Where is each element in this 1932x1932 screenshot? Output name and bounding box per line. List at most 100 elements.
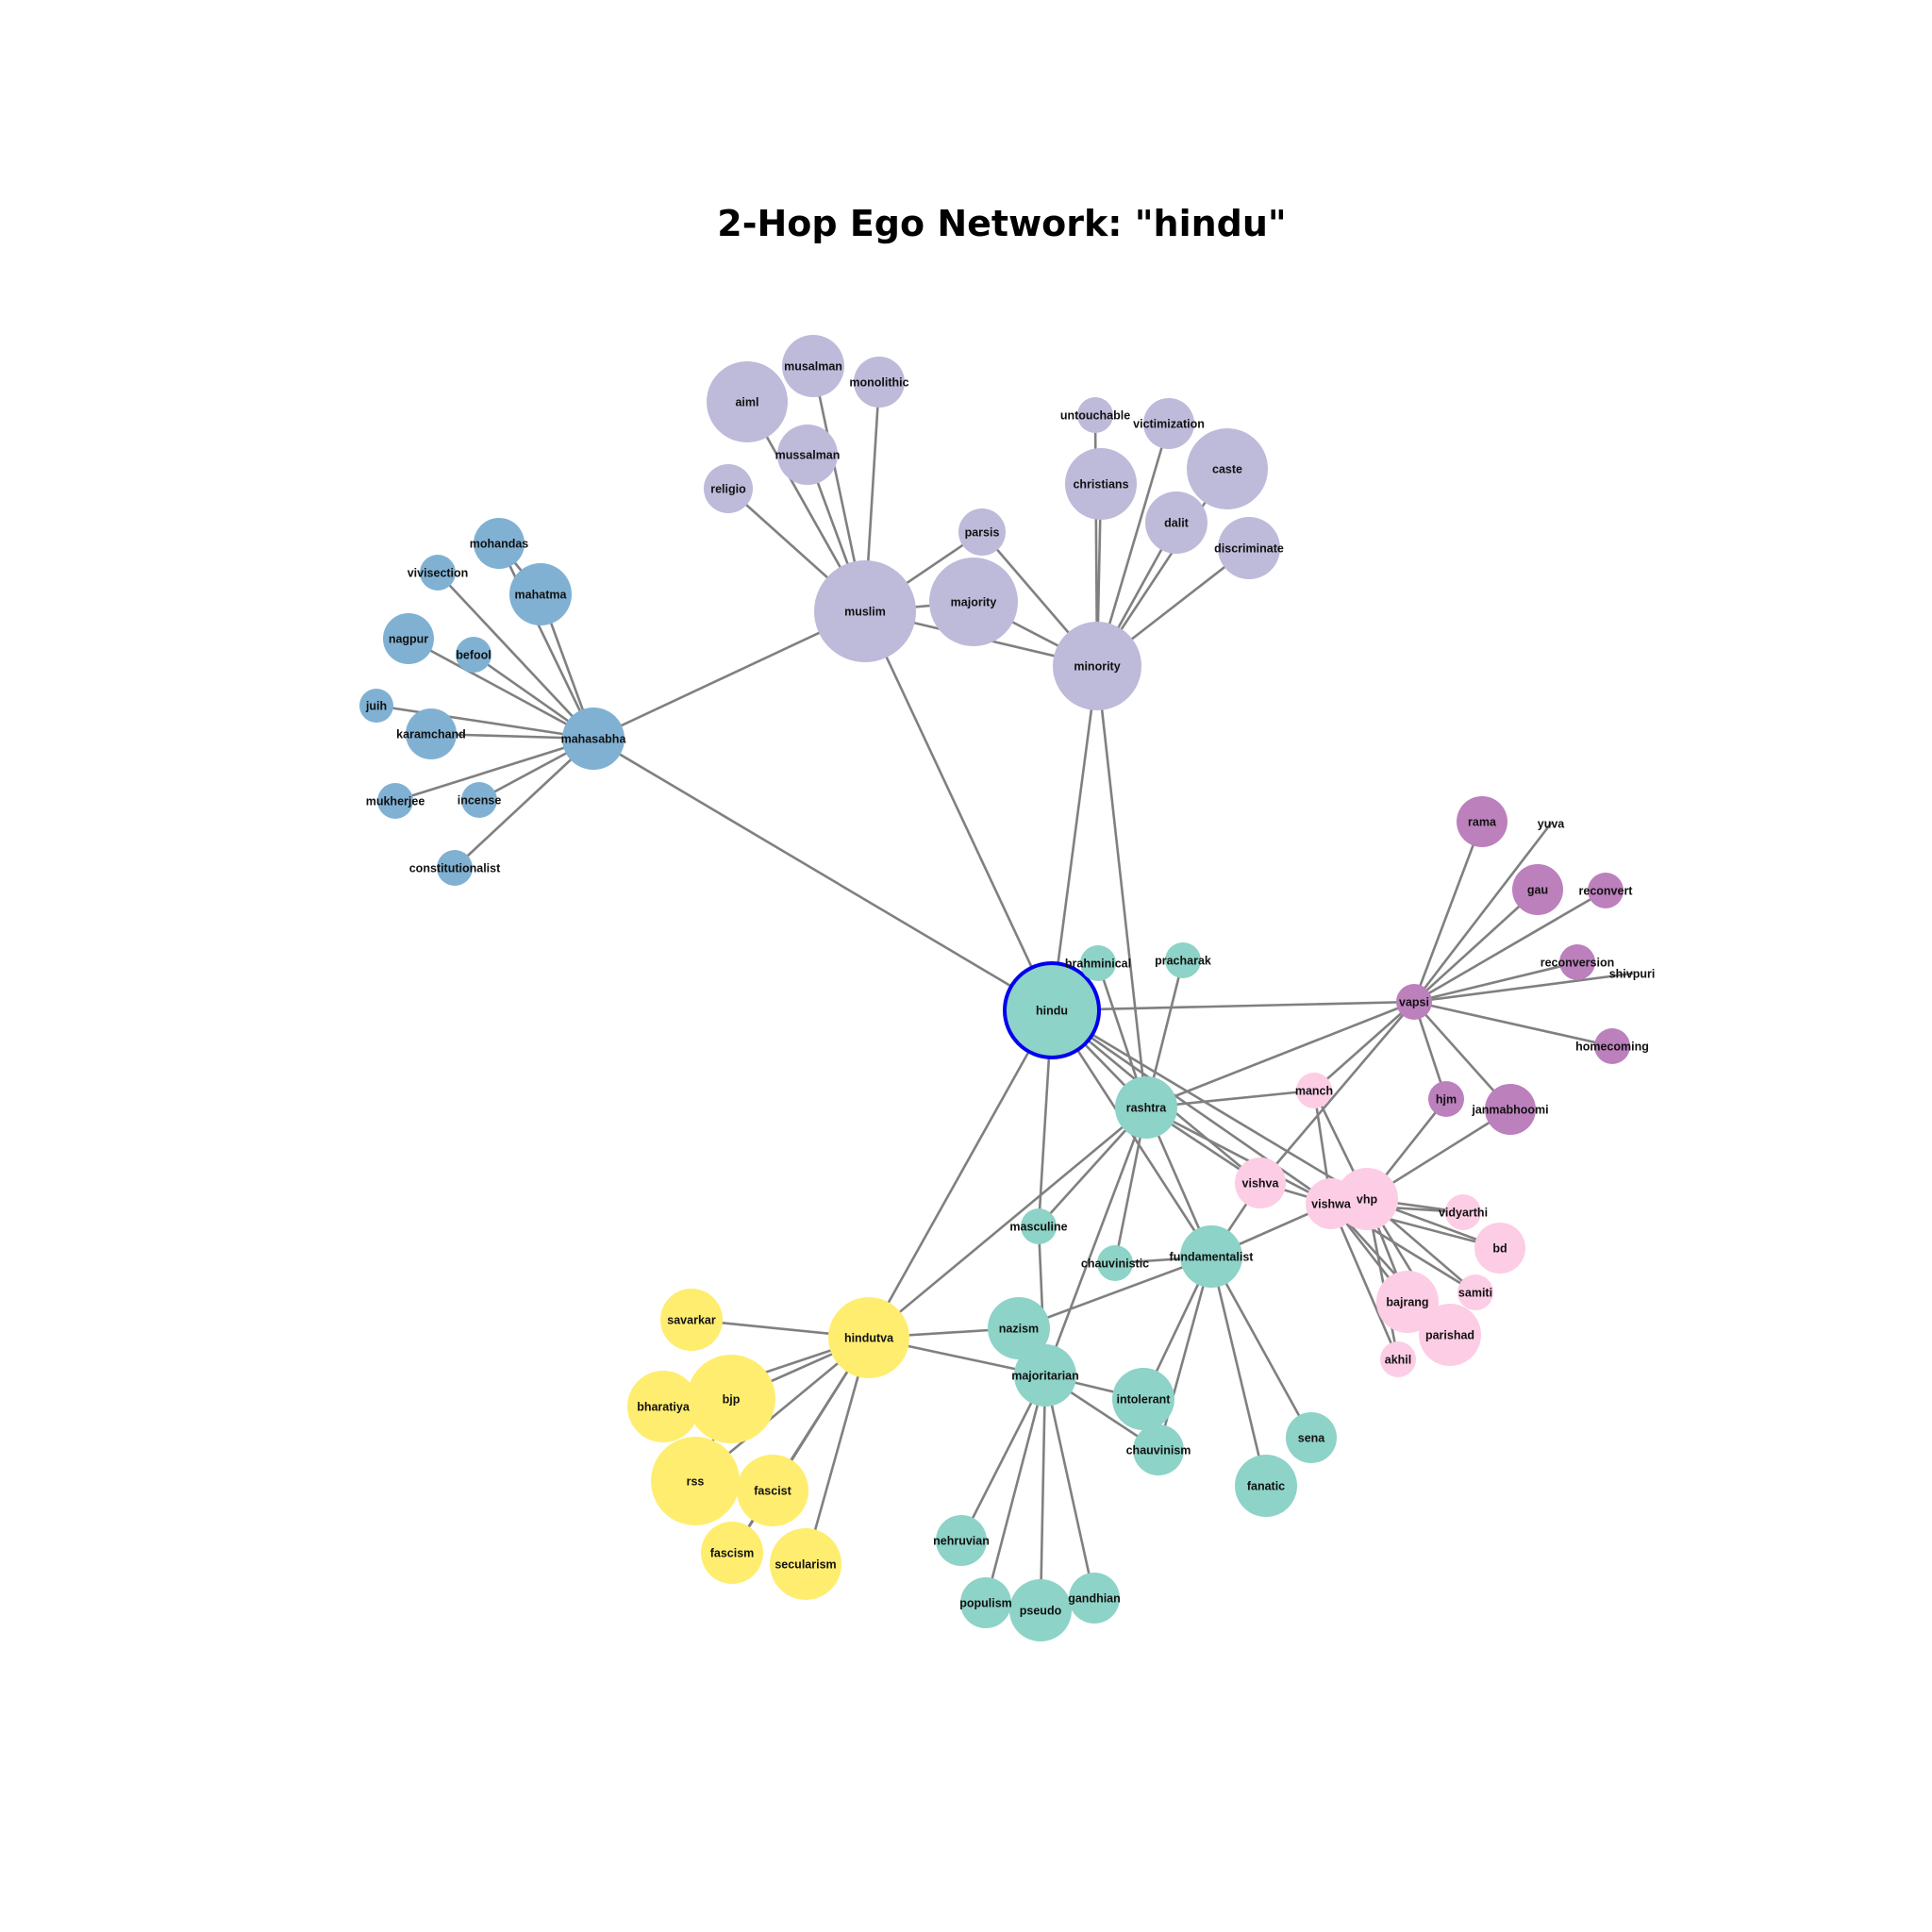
- node-rashtra[interactable]: [1115, 1076, 1177, 1139]
- node-label-nagpur: nagpur: [389, 633, 428, 646]
- node-samiti[interactable]: [1457, 1274, 1493, 1310]
- edge-hindu-vhp: [1050, 1008, 1369, 1201]
- node-discriminate[interactable]: [1218, 517, 1280, 579]
- nodes-layer: [359, 335, 1630, 1641]
- node-label-mussalman: mussalman: [775, 449, 841, 462]
- node-majoritarian[interactable]: [1014, 1344, 1076, 1407]
- node-sena[interactable]: [1286, 1412, 1337, 1463]
- node-akhil[interactable]: [1380, 1341, 1416, 1377]
- edge-mahasabha-nagpur: [407, 637, 595, 741]
- node-label-fundamentalist: fundamentalist: [1170, 1251, 1255, 1264]
- node-label-vishva: vishva: [1242, 1177, 1280, 1191]
- node-label-rama: rama: [1468, 816, 1497, 829]
- node-gau[interactable]: [1512, 864, 1563, 915]
- node-vapsi[interactable]: [1396, 984, 1432, 1020]
- node-bd[interactable]: [1474, 1223, 1525, 1274]
- node-mahatma[interactable]: [509, 563, 572, 625]
- node-vhp[interactable]: [1336, 1168, 1398, 1230]
- node-label-pracharak: pracharak: [1155, 955, 1211, 968]
- node-chauvinism[interactable]: [1133, 1424, 1184, 1475]
- node-victimization[interactable]: [1143, 398, 1194, 449]
- node-minority[interactable]: [1053, 622, 1141, 710]
- node-label-gau: gau: [1527, 884, 1548, 897]
- figure-title: 2-Hop Ego Network: "hindu": [717, 203, 1286, 244]
- node-dalit[interactable]: [1145, 491, 1208, 554]
- edge-vapsi-rashtra: [1144, 1000, 1416, 1109]
- node-brahminical[interactable]: [1080, 945, 1116, 981]
- edge-fundamentalist-sena: [1209, 1255, 1313, 1440]
- node-parsis[interactable]: [958, 508, 1006, 556]
- node-incense[interactable]: [461, 782, 497, 818]
- node-label-majoritarian: majoritarian: [1011, 1370, 1079, 1383]
- node-secularism[interactable]: [770, 1528, 841, 1600]
- node-mukherjee[interactable]: [377, 783, 413, 819]
- node-fanatic[interactable]: [1235, 1455, 1297, 1517]
- node-untouchable[interactable]: [1077, 397, 1113, 433]
- node-chauvinistic[interactable]: [1097, 1245, 1133, 1281]
- node-nehruvian[interactable]: [936, 1515, 987, 1566]
- node-karamchand[interactable]: [406, 708, 457, 759]
- node-rss[interactable]: [651, 1437, 740, 1525]
- edge-majoritarian-populism: [984, 1374, 1047, 1605]
- node-fundamentalist[interactable]: [1180, 1225, 1242, 1288]
- node-musalman[interactable]: [782, 335, 844, 397]
- node-pracharak[interactable]: [1165, 942, 1201, 978]
- edge-vapsi-yuva: [1412, 822, 1553, 1004]
- node-manch[interactable]: [1296, 1073, 1332, 1108]
- node-hindutva[interactable]: [828, 1297, 909, 1378]
- node-bjp[interactable]: [687, 1355, 775, 1443]
- node-constitutionalist[interactable]: [437, 850, 473, 886]
- node-homecoming[interactable]: [1594, 1028, 1630, 1064]
- node-nazism[interactable]: [988, 1297, 1050, 1359]
- node-christians[interactable]: [1065, 448, 1137, 520]
- node-majority[interactable]: [929, 558, 1018, 646]
- edge-vapsi-shivpuri: [1412, 972, 1634, 1004]
- node-label-mohandas: mohandas: [470, 538, 529, 551]
- node-religio[interactable]: [704, 464, 753, 513]
- node-rama[interactable]: [1457, 796, 1507, 847]
- node-fascist[interactable]: [737, 1455, 808, 1526]
- node-gandhian[interactable]: [1069, 1573, 1120, 1624]
- node-label-religio: religio: [710, 483, 746, 496]
- node-reconversion[interactable]: [1559, 944, 1595, 980]
- node-label-mahasabha: mahasabha: [561, 733, 627, 746]
- node-juih[interactable]: [359, 689, 393, 723]
- node-mussalman[interactable]: [777, 425, 838, 485]
- node-vishva[interactable]: [1235, 1158, 1286, 1208]
- node-label-parishad: parishad: [1425, 1329, 1474, 1342]
- node-nagpur[interactable]: [383, 613, 434, 664]
- node-parishad[interactable]: [1419, 1304, 1481, 1366]
- node-populism[interactable]: [960, 1577, 1011, 1628]
- node-savarkar[interactable]: [660, 1289, 723, 1351]
- node-intolerant[interactable]: [1112, 1368, 1174, 1430]
- node-hindu[interactable]: [1003, 961, 1101, 1059]
- node-mahasabha[interactable]: [562, 708, 625, 770]
- node-mohandas[interactable]: [474, 518, 525, 569]
- node-caste[interactable]: [1187, 428, 1268, 509]
- node-label-janmabhoomi: janmabhoomi: [1471, 1104, 1548, 1117]
- node-label-parsis: parsis: [965, 526, 1000, 540]
- node-hjm[interactable]: [1428, 1081, 1464, 1117]
- node-label-vapsi: vapsi: [1399, 996, 1429, 1009]
- node-fascism[interactable]: [701, 1522, 763, 1584]
- node-label-akhil: akhil: [1385, 1354, 1412, 1367]
- node-pseudo[interactable]: [1009, 1579, 1072, 1641]
- node-befool[interactable]: [456, 637, 491, 673]
- node-monolithic[interactable]: [854, 357, 905, 408]
- node-masculine[interactable]: [1021, 1208, 1057, 1244]
- edge-minority-rashtra: [1095, 664, 1148, 1109]
- node-label-mukherjee: mukherjee: [366, 795, 425, 808]
- node-vidyarthi[interactable]: [1445, 1194, 1481, 1230]
- node-reconvert[interactable]: [1588, 873, 1624, 908]
- node-label-majority: majority: [951, 596, 997, 609]
- node-bharatiya[interactable]: [627, 1371, 699, 1442]
- node-label-chauvinistic: chauvinistic: [1081, 1257, 1149, 1271]
- node-bajrang[interactable]: [1376, 1271, 1439, 1333]
- node-label-bd: bd: [1492, 1242, 1507, 1256]
- node-aiml[interactable]: [707, 361, 788, 442]
- node-janmabhoomi[interactable]: [1485, 1084, 1536, 1135]
- node-muslim[interactable]: [814, 560, 916, 662]
- node-label-chauvinism: chauvinism: [1126, 1444, 1191, 1457]
- node-label-juih: juih: [365, 700, 387, 713]
- node-vivisection[interactable]: [420, 555, 456, 591]
